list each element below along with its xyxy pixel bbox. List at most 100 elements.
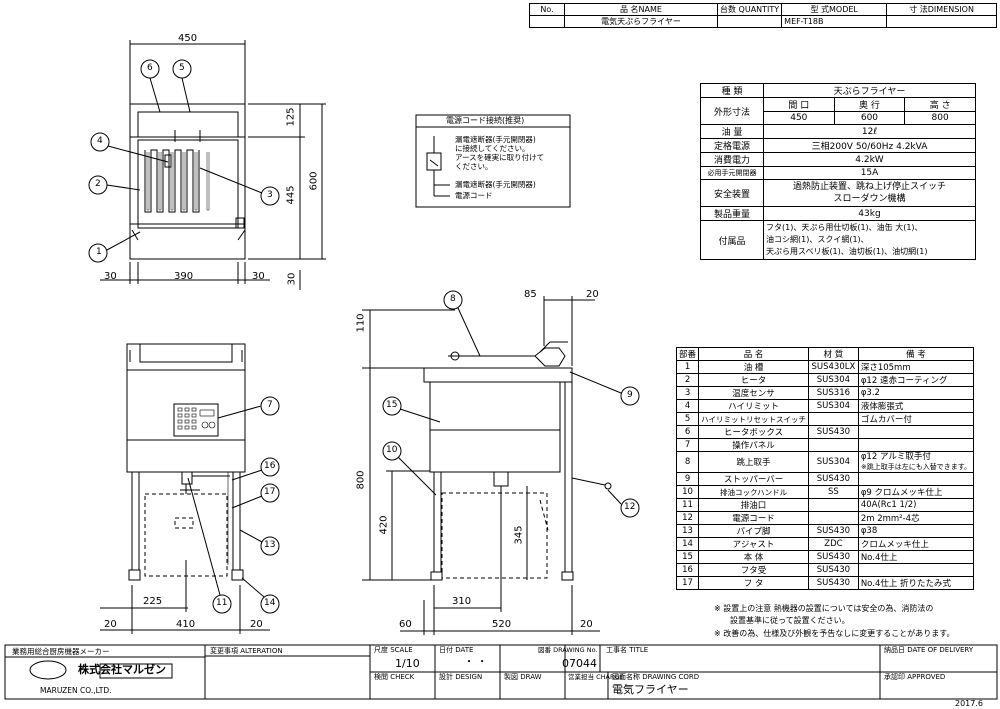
tb-cord-label: 図面名称 DRAWING CORD — [612, 673, 700, 681]
callout-2: 2 — [95, 179, 101, 189]
dim-top-30c: 30 — [286, 272, 298, 286]
dim-side-20b: 20 — [580, 619, 593, 630]
spec-table: 種 類 天ぷらフライヤー 外形寸法 間 口 奥 行 高 さ 450 600 80… — [700, 83, 976, 260]
parts-cell-material: SUS304 — [807, 373, 859, 387]
tb-scale-label: 尺度 SCALE — [374, 646, 413, 654]
spec-sub-w: 間 口 — [763, 97, 835, 112]
dim-side-345: 345 — [513, 525, 525, 545]
dim-side-520: 520 — [492, 619, 512, 630]
callout-10: 10 — [386, 445, 398, 455]
tb-company-en: MARUZEN CO.,LTD. — [40, 686, 112, 695]
tb-company: 株式会社マルゼン — [78, 663, 166, 676]
parts-cell-note — [857, 425, 975, 439]
title-block-frame — [4, 644, 998, 700]
spec-breaker-label: 必用手元開閉器 — [700, 166, 764, 180]
parts-cell-name: ストッパーバー — [698, 472, 809, 486]
parts-cell-no: 6 — [675, 425, 700, 439]
spec-weight-label: 製品重量 — [700, 206, 764, 221]
parts-cell-name: アジャスト — [698, 537, 809, 551]
parts-cell-note: 2m 2mm²-4芯 — [857, 511, 975, 525]
parts-cell-name: 排油コックハンドル — [698, 485, 809, 499]
callout-14: 14 — [264, 598, 276, 608]
header-qty-label: 台数 QUANTITY — [716, 3, 783, 16]
header-model-label: 型 式MODEL — [781, 3, 888, 16]
cord-label-breaker: 漏電遮断器(手元開閉器) — [455, 180, 536, 189]
parts-cell-name: ヒータ — [698, 373, 809, 387]
parts-cell-note: 40A(Rc1 1/2) — [857, 498, 975, 512]
dim-top-30b: 30 — [252, 271, 265, 282]
parts-cell-name: ヒータボックス — [698, 425, 809, 439]
spec-power-value: 三相200V 50/60Hz 4.2kVA — [763, 138, 976, 153]
dim-side-310: 310 — [452, 596, 472, 607]
note-1: ※ 設置上の注意 熱機器の設置については安全の為、消防法の — [714, 604, 934, 613]
parts-cell-note — [857, 472, 975, 486]
parts-cell-note: 液体膨張式 — [857, 399, 975, 413]
header-dim-label: 寸 法DIMENSION — [886, 3, 997, 16]
cord-line1: 漏電遮断器(手元開閉器) — [455, 135, 536, 144]
spec-size-label: 外形寸法 — [700, 97, 764, 125]
parts-cell-note: ゴムカバー付 — [857, 412, 975, 426]
tb-check-label: 検閲 CHECK — [374, 673, 415, 681]
callout-11: 11 — [216, 598, 228, 608]
parts-cell-name: 排油口 — [698, 498, 809, 512]
callout-6: 6 — [147, 63, 153, 73]
parts-cell-material — [807, 511, 859, 525]
parts-cell-name: 跳上取手 — [698, 451, 809, 473]
spec-consume-value: 4.2kW — [763, 152, 976, 167]
spec-acc-1: フタ(1)、天ぷら用仕切板(1)、油缶 大(1)、 — [766, 223, 923, 232]
spec-d: 600 — [833, 111, 906, 125]
callout-8: 8 — [450, 294, 456, 304]
dim-side-800: 800 — [355, 470, 367, 490]
tb-drawing-no-value: 07044 — [562, 657, 597, 670]
header-name-label: 品 名NAME — [564, 3, 718, 16]
tb-draw-label: 製図 DRAW — [504, 673, 542, 681]
spec-kind-label: 種 類 — [700, 83, 764, 98]
parts-cell-note: φ38 — [857, 524, 975, 538]
cord-line3: アースを確実に取り付けて — [455, 153, 545, 162]
spec-safety-label: 安全装置 — [700, 179, 764, 207]
parts-cell-no: 14 — [675, 537, 700, 551]
parts-cell-note: φ12 遠赤コーティング — [857, 373, 975, 387]
spec-power-label: 定格電源 — [700, 138, 764, 153]
parts-cell-no: 3 — [675, 386, 700, 400]
dim-front-20b: 20 — [250, 619, 263, 630]
parts-cell-no: 7 — [675, 438, 700, 452]
front-view — [100, 343, 280, 634]
parts-cell-no: 13 — [675, 524, 700, 538]
parts-cell-no: 2 — [675, 373, 700, 387]
parts-cell-note: φ12 アルミ取手付※跳上取手は左にも入替できます。 — [857, 451, 975, 473]
parts-cell-material — [807, 412, 859, 426]
parts-cell-note — [857, 563, 975, 577]
spec-weight-value: 43kg — [763, 206, 976, 221]
dim-side-420: 420 — [378, 515, 390, 535]
header-model-value: MEF-T18B — [781, 15, 888, 28]
parts-cell-no: 12 — [675, 511, 700, 525]
spec-oil-value: 12ℓ — [763, 124, 976, 139]
parts-cell-material: SUS430LX — [807, 360, 859, 374]
callout-7: 7 — [267, 400, 273, 410]
callout-4: 4 — [97, 136, 103, 146]
parts-cell-material: SUS304 — [807, 451, 859, 473]
parts-header-no: 部番 — [675, 347, 700, 361]
callout-17: 17 — [264, 487, 276, 497]
tb-year: 2017.6 — [955, 699, 983, 708]
dim-side-85: 85 — [524, 289, 537, 300]
top-view — [88, 40, 326, 290]
parts-cell-note: No.4仕上 折りたたみ式 — [857, 576, 975, 590]
parts-cell-no: 4 — [675, 399, 700, 413]
parts-cell-material: SUS430 — [807, 425, 859, 439]
cord-line4: ください。 — [455, 162, 493, 171]
dim-front-225: 225 — [143, 596, 163, 607]
parts-header-material: 材 質 — [807, 347, 859, 361]
parts-header-name: 品 名 — [698, 347, 809, 361]
